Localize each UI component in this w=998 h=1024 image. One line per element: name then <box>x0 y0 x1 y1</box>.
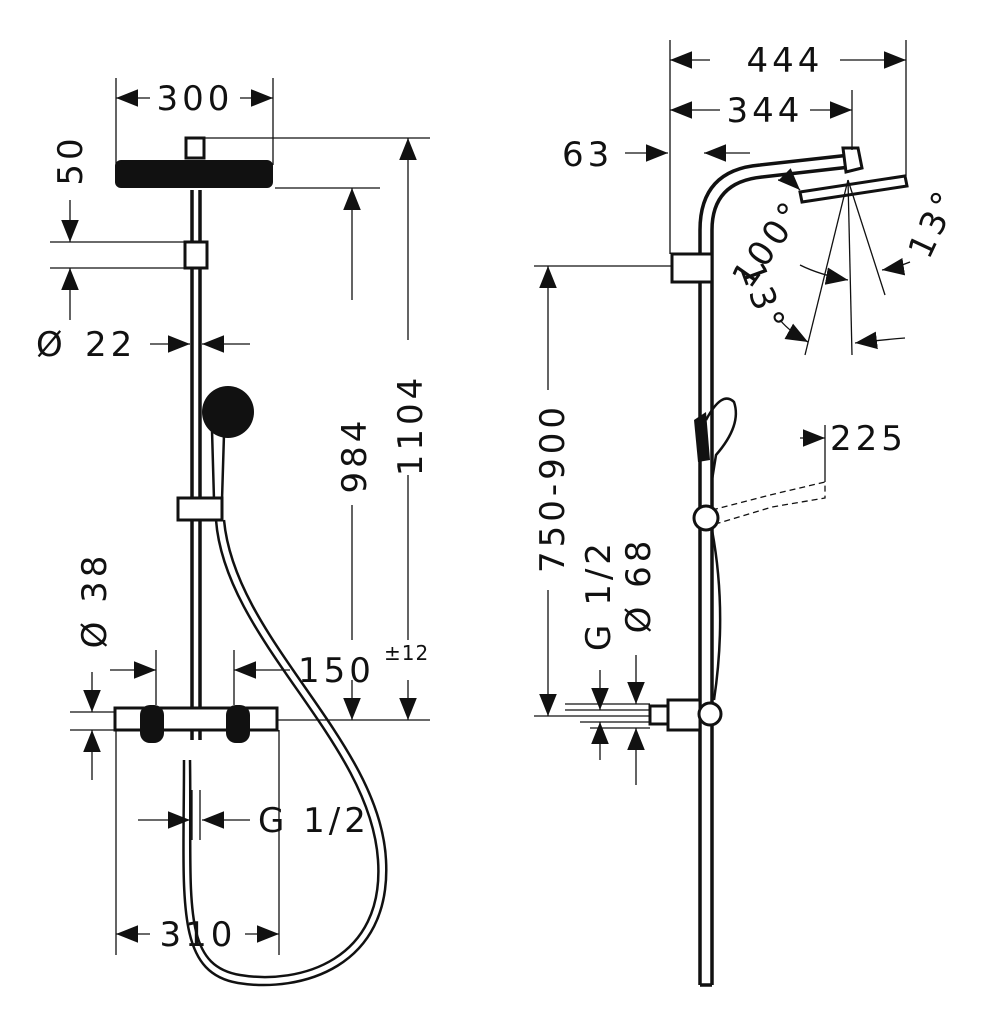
side-thermostat <box>666 698 702 732</box>
dim-tilt-angle-down: 13° <box>731 257 793 339</box>
dim-thermostat-diameter: Ø 38 <box>75 552 115 649</box>
overhead-shower <box>115 160 273 188</box>
side-riser-rail <box>698 153 851 985</box>
dim-thermostat-width: 310 <box>160 915 237 955</box>
shower-hose <box>188 519 380 979</box>
dim-rail-diameter: 22 <box>85 325 136 365</box>
dim-connection-thread: G 1/2 <box>258 801 370 841</box>
slider <box>176 496 224 522</box>
dim-head-height: 50 <box>51 134 91 185</box>
side-view: 444 344 63 100° 13° 13° 750-900 G 1/2 Ø … <box>533 40 968 987</box>
dim-total-height: 1104 <box>391 374 431 477</box>
side-wall-clamp <box>670 252 714 284</box>
dim-head-height-total: 984 <box>335 417 375 494</box>
dim-side-height-range: 750-900 <box>533 403 573 573</box>
dim-head-width: 300 <box>157 79 234 119</box>
front-view: 300 50 Ø 22 984 1104 ±12 Ø 38 150 G 1/2 <box>36 78 431 987</box>
shower-arm-top <box>184 136 206 160</box>
dim-side-hand-shower-projection: 225 <box>830 419 907 459</box>
dim-side-arm-projection: 344 <box>727 91 804 131</box>
dim-side-wall-offset: 63 <box>562 135 613 175</box>
side-hand-shower-extended <box>711 481 826 526</box>
thermostat <box>113 706 279 732</box>
dim-side-thermostat-diameter: Ø 68 <box>619 537 659 634</box>
dim-rail-diameter-symbol: Ø <box>36 325 67 365</box>
side-overhead-shower <box>798 174 909 204</box>
dim-side-total-projection: 444 <box>747 41 824 81</box>
rail-clamp <box>183 240 209 270</box>
dim-side-connection-thread: G 1/2 <box>579 539 619 651</box>
side-hand-shower <box>704 397 738 481</box>
dim-thermostat-distance: 150 <box>298 651 375 691</box>
side-slider <box>692 504 720 532</box>
dim-tilt-angle-up: 13° <box>901 182 968 264</box>
dim-tolerance: ±12 <box>384 641 429 665</box>
thermostat-handle-right <box>226 705 250 743</box>
thermostat-handle-left <box>140 705 164 743</box>
hand-shower <box>202 386 254 438</box>
